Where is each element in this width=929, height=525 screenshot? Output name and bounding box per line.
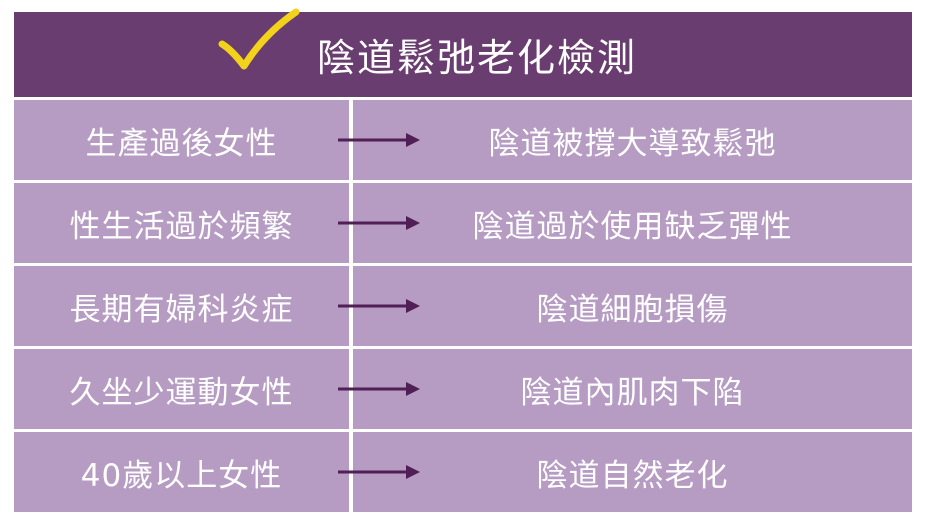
- effect-cell: 陰道過於使用缺乏彈性: [353, 183, 912, 263]
- arrow-right-icon: [338, 465, 420, 479]
- table-row: 生產過後女性 陰道被撐大導致鬆弛: [14, 100, 912, 180]
- table-header: 陰道鬆弛老化檢測: [14, 8, 912, 97]
- effect-cell: 陰道自然老化: [353, 432, 912, 512]
- table-row: 40歲以上女性 陰道自然老化: [14, 432, 912, 512]
- cause-cell: 生產過後女性: [14, 100, 349, 180]
- arrow-right-icon: [338, 382, 420, 396]
- cause-cell: 久坐少運動女性: [14, 349, 349, 429]
- arrow-right-icon: [338, 133, 420, 147]
- effect-cell: 陰道細胞損傷: [353, 266, 912, 346]
- effect-cell: 陰道內肌肉下陷: [353, 349, 912, 429]
- effect-cell: 陰道被撐大導致鬆弛: [353, 100, 912, 180]
- table-row: 性生活過於頻繁 陰道過於使用缺乏彈性: [14, 183, 912, 263]
- page-title: 陰道鬆弛老化檢測: [316, 36, 637, 80]
- table-body: 生產過後女性 陰道被撐大導致鬆弛 性生活過於頻繁 陰道過於使用缺乏彈性 長期有婦…: [14, 100, 912, 515]
- cause-cell: 40歲以上女性: [14, 432, 349, 512]
- cause-cell: 性生活過於頻繁: [14, 183, 349, 263]
- arrow-right-icon: [338, 216, 420, 230]
- checkmark-icon: [218, 8, 300, 70]
- cause-cell: 長期有婦科炎症: [14, 266, 349, 346]
- arrow-right-icon: [338, 299, 420, 313]
- check-table: 陰道鬆弛老化檢測 生產過後女性 陰道被撐大導致鬆弛 性生活過於頻繁 陰道過於使用…: [14, 8, 912, 515]
- table-row: 久坐少運動女性 陰道內肌肉下陷: [14, 349, 912, 429]
- table-row: 長期有婦科炎症 陰道細胞損傷: [14, 266, 912, 346]
